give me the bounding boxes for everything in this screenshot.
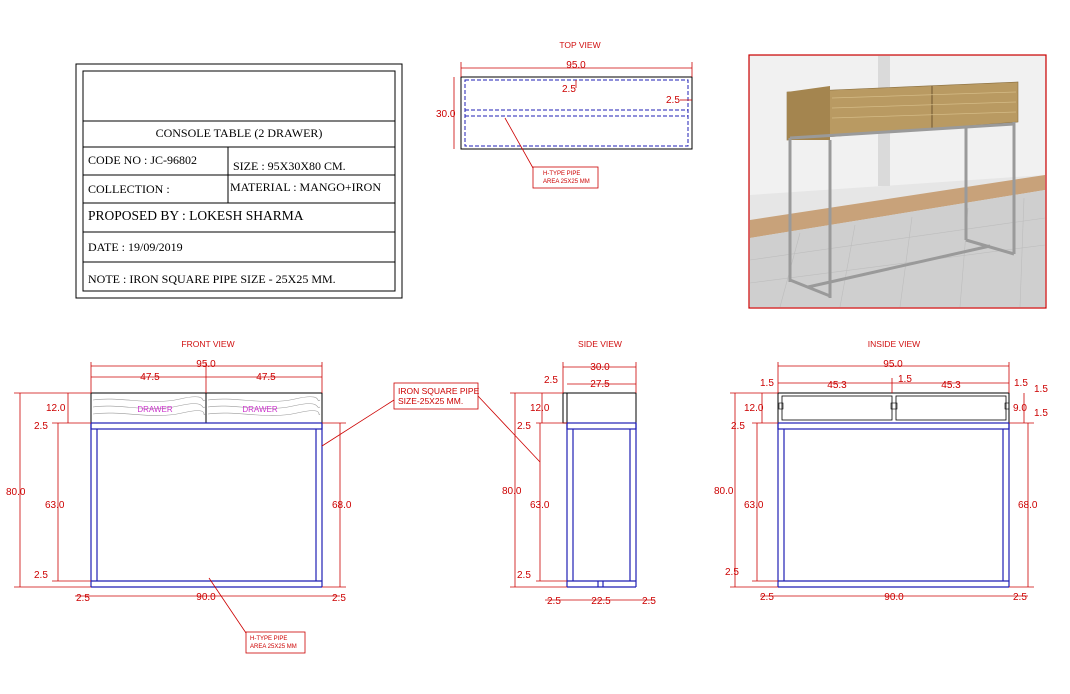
top-view-title: TOP VIEW: [559, 40, 600, 50]
front-dim-63: 63.0: [45, 500, 65, 511]
code-no: CODE NO : JC-96802: [88, 153, 197, 167]
iron-callout-l1: IRON SQUARE PIPE: [398, 386, 480, 396]
side-dim-30: 30.0: [590, 362, 610, 373]
top-view: TOP VIEW 95.0 30.0 2.5 2.5 H-TYPE PIPE A…: [436, 40, 693, 189]
front-view: FRONT VIEW DRAWER DRAWER 95.0 47.5 47.5: [6, 339, 541, 654]
side-dim-2-5-r: 2.5: [642, 596, 656, 607]
front-dim-47-5a: 47.5: [140, 372, 160, 383]
top-dim-2-5b: 2.5: [666, 95, 680, 106]
inside-view: INSIDE VIEW 95.0 1.5 45.3 1.5 45.3 1.5 1…: [714, 339, 1048, 603]
front-dim-2-5-l: 2.5: [76, 593, 90, 604]
inside-dim-2-5b: 2.5: [725, 567, 739, 578]
inside-dim-9: 9.0: [1013, 403, 1027, 414]
material: MATERIAL : MANGO+IRON: [230, 180, 381, 194]
front-dim-2-5-top: 2.5: [34, 421, 48, 432]
top-dim-30: 30.0: [436, 109, 456, 120]
front-dim-68: 68.0: [332, 500, 352, 511]
inside-dim-2-5a: 2.5: [731, 421, 745, 432]
note: NOTE : IRON SQUARE PIPE SIZE - 25X25 MM.: [88, 272, 336, 286]
side-dim-2-5-l: 2.5: [547, 596, 561, 607]
side-dim-2-5-top: 2.5: [544, 375, 558, 386]
front-dim-47-5b: 47.5: [256, 372, 276, 383]
inside-dim-1-5c: 1.5: [1014, 378, 1028, 389]
side-dim-2-5b: 2.5: [517, 570, 531, 581]
date: DATE : 19/09/2019: [88, 240, 183, 254]
side-dim-63: 63.0: [530, 500, 550, 511]
product-render: [748, 54, 1047, 309]
inside-dim-68: 68.0: [1018, 500, 1038, 511]
front-dim-80: 80.0: [6, 487, 26, 498]
iron-callout-l2: SIZE-25X25 MM.: [398, 396, 463, 406]
inside-dim-45-3a: 45.3: [827, 380, 847, 391]
front-view-title: FRONT VIEW: [181, 339, 234, 349]
collection: COLLECTION :: [88, 182, 170, 196]
inside-dim-12: 12.0: [744, 403, 764, 414]
front-drawer-left: DRAWER: [137, 405, 172, 414]
side-dim-12: 12.0: [530, 403, 550, 414]
inside-dim-45-3b: 45.3: [941, 380, 961, 391]
top-callout-l2: AREA 25X25 MM: [543, 179, 590, 185]
front-callout-htype-l2: AREA 25X25 MM: [250, 644, 297, 650]
top-dim-95: 95.0: [566, 60, 586, 71]
side-dim-22-5: 22.5: [591, 596, 611, 607]
inside-dim-1-5a: 1.5: [760, 378, 774, 389]
front-drawer-right: DRAWER: [242, 405, 277, 414]
size-spec: SIZE : 95X30X80 CM.: [233, 159, 346, 173]
inside-dim-80: 80.0: [714, 486, 734, 497]
product-name: CONSOLE TABLE (2 DRAWER): [156, 126, 323, 140]
top-callout-l1: H-TYPE PIPE: [543, 171, 580, 177]
inside-dim-2-5-l: 2.5: [760, 592, 774, 603]
inside-dim-1-5d: 1.5: [1034, 384, 1048, 395]
front-dim-2-5-r: 2.5: [332, 593, 346, 604]
side-view: SIDE VIEW 30.0 27.5 2.5 80.0 12.0 2.5 63…: [502, 339, 656, 607]
proposed-by: PROPOSED BY : LOKESH SHARMA: [88, 208, 304, 223]
side-dim-27-5: 27.5: [590, 379, 610, 390]
side-dim-80: 80.0: [502, 486, 522, 497]
title-block: CONSOLE TABLE (2 DRAWER) CODE NO : JC-96…: [75, 63, 403, 299]
side-dim-2-5a: 2.5: [517, 421, 531, 432]
front-dim-12: 12.0: [46, 403, 66, 414]
inside-dim-90: 90.0: [884, 592, 904, 603]
inside-dim-1-5b: 1.5: [898, 374, 912, 385]
top-dim-2-5a: 2.5: [562, 84, 576, 95]
inside-view-title: INSIDE VIEW: [868, 339, 920, 349]
front-dim-90: 90.0: [196, 592, 216, 603]
front-callout-htype-l1: H-TYPE PIPE: [250, 636, 287, 642]
inside-dim-1-5e: 1.5: [1034, 408, 1048, 419]
inside-dim-95: 95.0: [883, 359, 903, 370]
front-dim-2-5-bot: 2.5: [34, 570, 48, 581]
side-view-title: SIDE VIEW: [578, 339, 622, 349]
inside-dim-63: 63.0: [744, 500, 764, 511]
inside-dim-2-5-r: 2.5: [1013, 592, 1027, 603]
